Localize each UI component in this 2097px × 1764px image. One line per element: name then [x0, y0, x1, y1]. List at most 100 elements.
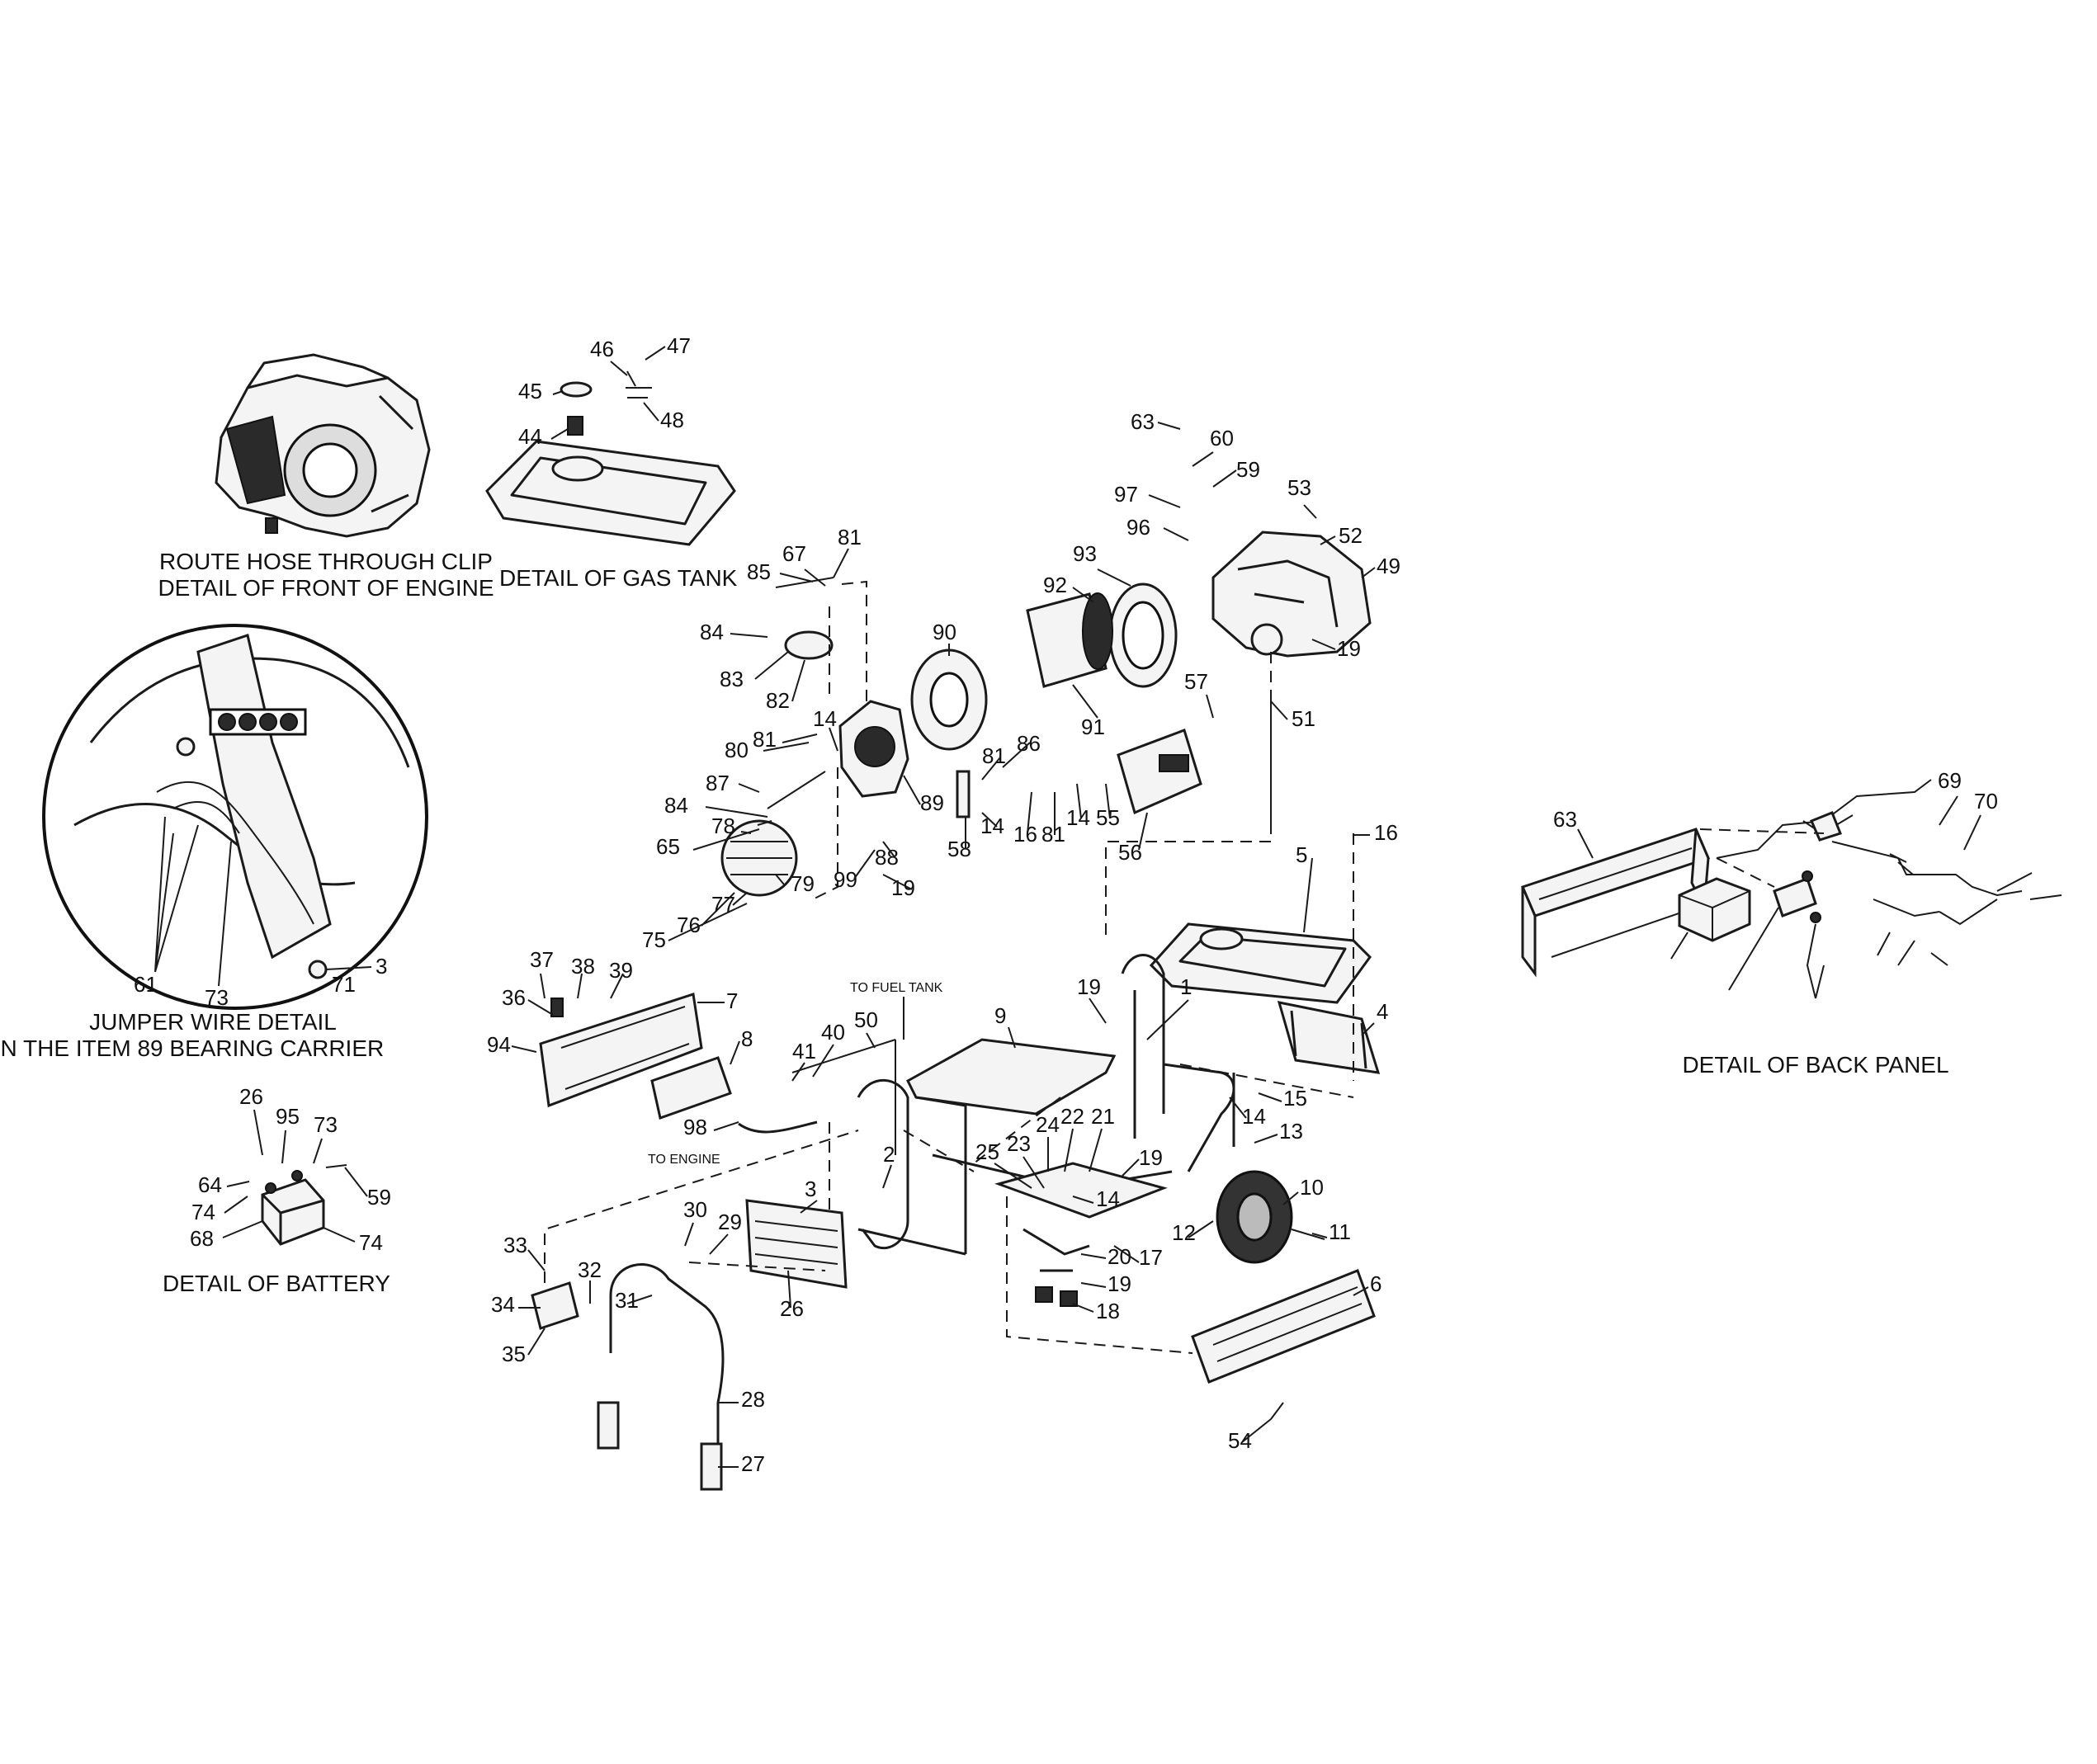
front-of-engine-detail: ROUTE HOSE THROUGH CLIP DETAIL OF FRONT …	[158, 353, 494, 601]
callout-17: 17	[1139, 1245, 1163, 1270]
callout-68: 74	[359, 1230, 383, 1255]
callout-41: 41	[792, 1039, 816, 1064]
callout-80: 80	[725, 738, 749, 762]
callout-13: 13	[1279, 1119, 1303, 1144]
callout-22: 22	[1060, 1104, 1084, 1129]
callout-40: 40	[821, 1020, 845, 1045]
callout-89: 89	[920, 790, 944, 815]
callout-65: 26	[239, 1084, 263, 1109]
callout-64: 95	[276, 1104, 300, 1129]
callout-56: 56	[1118, 840, 1142, 865]
callout-59a: 59	[1236, 457, 1260, 482]
callout-54: 54	[1228, 1428, 1252, 1453]
callout-44: 44	[518, 424, 542, 449]
callout-49: 49	[1377, 554, 1400, 578]
callout-15: 15	[1283, 1086, 1307, 1111]
callout-83: 83	[720, 667, 744, 691]
callout-47: 47	[667, 333, 691, 358]
callout-67a: 67	[782, 541, 806, 566]
callout-82: 82	[766, 688, 790, 713]
callout-50: 50	[854, 1007, 878, 1032]
callout-19a: 19	[1337, 636, 1361, 661]
callout-42: 74	[191, 1200, 215, 1224]
engine-alternator-assembly	[720, 531, 1372, 941]
callout-93: 93	[1073, 541, 1097, 566]
callout-28: 28	[741, 1387, 765, 1412]
callout-20: 20	[1108, 1244, 1131, 1269]
callout-14d: 14	[1242, 1104, 1266, 1129]
callout-27: 27	[741, 1451, 765, 1476]
gas-tank-callouts: 46 47 45 44 48	[518, 333, 691, 449]
callout-26a: 26	[780, 1296, 804, 1321]
back-panel-detail: 63 69 70 DETAIL OF BACK PANEL	[1520, 768, 2062, 1078]
callout-14c: 14	[1066, 805, 1090, 830]
caption-battery: DETAIL OF BATTERY	[163, 1271, 390, 1296]
callout-5: 5	[1296, 842, 1307, 867]
callout-29: 29	[718, 1210, 742, 1234]
callout-81d: 81	[1041, 822, 1065, 847]
callout-38: 38	[571, 954, 595, 979]
callout-8: 8	[741, 1026, 753, 1051]
callout-90: 90	[933, 620, 956, 644]
callout-14e: 14	[1096, 1186, 1120, 1211]
callout-bp-73a: 70	[1974, 789, 1998, 814]
callout-19b: 19	[891, 875, 915, 900]
callout-14b: 14	[980, 814, 1004, 838]
callout-bp-3: 63	[1553, 807, 1577, 832]
callout-78: 78	[711, 814, 735, 838]
callout-9: 9	[994, 1003, 1006, 1028]
callout-97: 97	[1114, 482, 1138, 507]
callout-76: 76	[677, 913, 701, 937]
callout-37: 37	[530, 947, 554, 972]
callout-19c: 19	[1077, 974, 1101, 999]
callout-25: 25	[975, 1139, 999, 1164]
callout-94: 94	[487, 1032, 511, 1057]
callout-58: 58	[947, 837, 971, 861]
callout-19d: 19	[1139, 1145, 1163, 1170]
callout-65a: 65	[656, 834, 680, 859]
caption-route-hose: ROUTE HOSE THROUGH CLIP	[159, 549, 493, 574]
callout-67: 64	[198, 1172, 222, 1197]
jumper-wire-detail: 3 61 73 71 JUMPER WIRE DETAIL ON THE ITE…	[0, 624, 428, 1061]
callout-35: 35	[502, 1342, 526, 1366]
callout-52: 52	[1339, 523, 1363, 548]
callout-7: 7	[726, 988, 738, 1013]
callout-91: 91	[1081, 715, 1105, 739]
callout-63a: 63	[1131, 409, 1155, 434]
callout-72: 73	[205, 985, 229, 1010]
callout-79: 79	[791, 871, 815, 896]
callout-51: 51	[1292, 706, 1315, 731]
callout-32: 32	[578, 1257, 602, 1282]
callout-99: 71	[332, 972, 356, 997]
callout-12: 12	[1172, 1220, 1196, 1245]
note-to-engine: TO ENGINE	[648, 1153, 720, 1167]
callout-24: 3	[375, 954, 387, 979]
callout-99a: 99	[834, 867, 857, 892]
callout-75: 75	[642, 927, 666, 952]
callout-85: 85	[747, 559, 771, 584]
callout-84a: 84	[700, 620, 724, 644]
callout-36: 36	[502, 985, 526, 1010]
callout-24: 24	[1036, 1112, 1060, 1137]
callout-81a: 81	[838, 525, 862, 549]
caption-gas-tank: DETAIL OF GAS TANK	[499, 565, 738, 591]
callout-96: 96	[1126, 515, 1150, 540]
callout-10: 10	[1300, 1175, 1324, 1200]
main-callouts: 63 60 59 97 96 53 52 49 19 81 67 85 84 8…	[487, 409, 1400, 1476]
battery-detail: 26 95 73 64 74 68 59 74 DETAIL OF BATTER…	[163, 1084, 391, 1296]
callout-11: 11	[1329, 1219, 1351, 1244]
callout-48: 48	[660, 408, 684, 432]
callout-60: 60	[1210, 426, 1234, 450]
fuel-tank-and-frame	[531, 833, 1381, 1491]
callout-55: 55	[1096, 805, 1120, 830]
callout-92: 92	[1043, 573, 1067, 597]
callout-98: 98	[683, 1115, 707, 1139]
callout-6: 6	[1370, 1271, 1381, 1296]
callout-46: 46	[590, 337, 614, 361]
caption-bearing-carrier: ON THE ITEM 89 BEARING CARRIER	[0, 1035, 384, 1061]
callout-bp-61: 69	[1938, 768, 1962, 793]
callout-63: 59	[367, 1185, 391, 1210]
gas-tank-detail: 46 47 45 44 48 DETAIL OF GAS TANK	[485, 333, 738, 591]
callout-33: 33	[503, 1233, 527, 1257]
